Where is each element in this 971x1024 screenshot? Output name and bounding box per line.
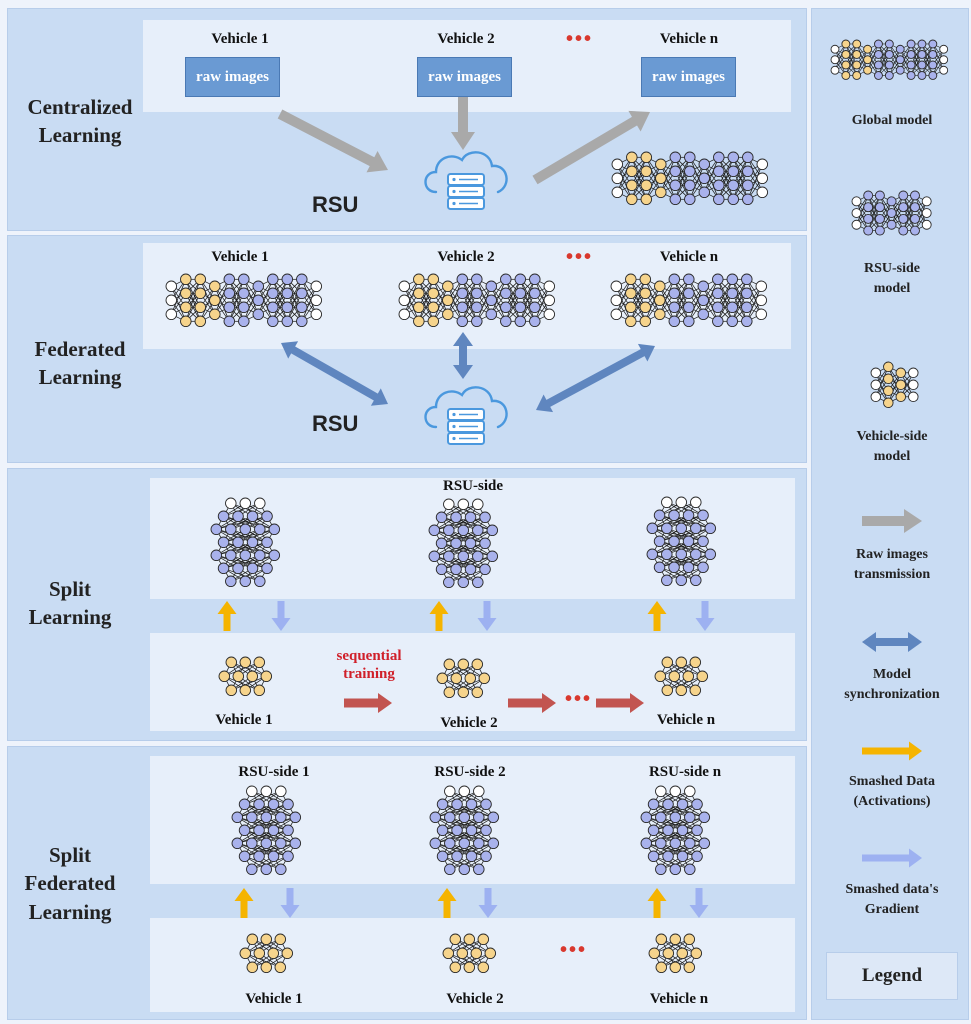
rsu-side-model-icon xyxy=(639,784,712,877)
smashed-data-arrow-icon xyxy=(425,587,453,645)
legend-global-model-icon xyxy=(829,38,950,81)
sfl-rsu-side-1-label: RSU-side 1 xyxy=(238,764,310,780)
vehicle-side-model-icon xyxy=(435,657,492,700)
global-model-icon xyxy=(397,272,557,329)
legend-vehicle-side-model-label: Vehicle-side model xyxy=(856,429,928,465)
federated-title: Federated Learning xyxy=(34,337,126,390)
smashed-data-arrow-icon xyxy=(213,587,241,645)
legend-panel xyxy=(811,8,969,1020)
vehicle-side-model-icon xyxy=(217,655,274,698)
rsu-side-model-icon xyxy=(427,497,500,590)
sfl-vehicle-n-label: Vehicle n xyxy=(649,991,709,1007)
gradient-arrow-icon xyxy=(267,587,295,645)
sfl-vehicle-2-label: Vehicle 2 xyxy=(446,991,504,1007)
sfl-rsu-side-n-label: RSU-side n xyxy=(648,764,722,780)
global-model-icon xyxy=(609,272,769,329)
legend-yellow-arrow-icon xyxy=(848,737,936,765)
split-rsu-side-label: RSU-side xyxy=(442,478,503,494)
smashed-data-arrow-icon xyxy=(643,587,671,645)
split-ellipsis: ••• xyxy=(565,688,593,710)
sfl-ellipsis: ••• xyxy=(560,939,588,961)
centralized-title: Centralized Learning xyxy=(27,95,133,148)
raw-images-label: raw images xyxy=(196,68,269,85)
split-title: Split Learning xyxy=(28,577,112,630)
sequential-arrow-icon xyxy=(330,689,406,717)
legend-raw-images-label: Raw images transmission xyxy=(853,547,931,583)
smashed-data-arrow-icon xyxy=(433,874,461,932)
model-sync-arrow-icon xyxy=(522,332,669,424)
legend-rsu-side-model-icon xyxy=(850,189,933,237)
rsu-side-model-icon xyxy=(428,784,501,877)
vehicle-side-model-icon xyxy=(441,932,498,975)
legend-title: Legend xyxy=(861,965,923,986)
smashed-data-arrow-icon xyxy=(230,874,258,932)
split-vehicle-n-label: Vehicle n xyxy=(656,712,716,728)
raw-images-box-2: raw images xyxy=(417,57,512,97)
centralized-vehicle-n-label: Vehicle n xyxy=(659,31,719,47)
model-sync-arrow-icon xyxy=(449,318,477,393)
federated-vehicle-2-label: Vehicle 2 xyxy=(437,249,495,265)
legend-lightblue-arrow-icon xyxy=(848,844,936,872)
rsu-side-model-icon xyxy=(230,784,303,877)
gradient-arrow-icon xyxy=(474,874,502,932)
centralized-ellipsis: ••• xyxy=(566,28,594,50)
legend-blue-double-arrow-icon xyxy=(848,628,936,656)
legend-smashed-data-label: Smashed Data (Activations) xyxy=(849,774,935,810)
federated-ellipsis: ••• xyxy=(566,246,594,268)
vehicle-side-model-icon xyxy=(647,932,704,975)
raw-images-arrow-icon xyxy=(521,98,664,194)
centralized-vehicle-1-label: Vehicle 1 xyxy=(211,31,269,47)
federated-vehicle-1-label: Vehicle 1 xyxy=(211,249,269,265)
sequential-training-label: sequential training xyxy=(336,648,402,682)
sfl-title: Split Federated Learning xyxy=(24,843,116,924)
raw-images-box-1: raw images xyxy=(185,57,280,97)
raw-images-label: raw images xyxy=(428,68,501,85)
legend-model-sync-label: Model synchronization xyxy=(844,667,940,703)
gradient-arrow-icon xyxy=(276,874,304,932)
split-vehicle-1-label: Vehicle 1 xyxy=(215,712,273,728)
legend-gradient-label: Smashed data's Gradient xyxy=(845,882,939,918)
legend-title-box: Legend xyxy=(826,952,958,1000)
legend-global-model-label: Global model xyxy=(851,113,933,128)
sequential-arrow-icon xyxy=(582,689,658,717)
model-sync-arrow-icon xyxy=(267,329,402,418)
split-vehicle-2-label: Vehicle 2 xyxy=(440,715,498,731)
legend-rsu-side-model-label: RSU-side model xyxy=(863,261,920,297)
centralized-rsu-label: RSU xyxy=(312,192,359,217)
raw-images-label: raw images xyxy=(652,68,725,85)
smashed-data-arrow-icon xyxy=(643,874,671,932)
global-model-icon xyxy=(164,272,324,329)
global-model-icon xyxy=(610,150,770,207)
raw-images-arrow-icon xyxy=(449,83,477,164)
sequential-arrow-icon xyxy=(494,689,570,717)
gradient-arrow-icon xyxy=(685,874,713,932)
sfl-rsu-side-2-label: RSU-side 2 xyxy=(434,764,506,780)
raw-images-box-n: raw images xyxy=(641,57,736,97)
centralized-vehicle-2-label: Vehicle 2 xyxy=(437,31,495,47)
legend-gray-arrow-icon xyxy=(848,507,936,535)
rsu-side-model-icon xyxy=(645,495,718,588)
federated-vehicle-n-label: Vehicle n xyxy=(659,249,719,265)
rsu-cloud-icon xyxy=(418,146,514,214)
gradient-arrow-icon xyxy=(473,587,501,645)
gradient-arrow-icon xyxy=(691,587,719,645)
sfl-vehicle-1-label: Vehicle 1 xyxy=(245,991,303,1007)
vehicle-side-model-icon xyxy=(238,932,295,975)
rsu-cloud-icon xyxy=(418,381,514,449)
raw-images-arrow-icon xyxy=(266,100,402,184)
rsu-side-model-icon xyxy=(209,496,282,589)
legend-vehicle-side-model-icon xyxy=(869,360,920,410)
vehicle-side-model-icon xyxy=(653,655,710,698)
federated-rsu-label: RSU xyxy=(312,411,359,436)
